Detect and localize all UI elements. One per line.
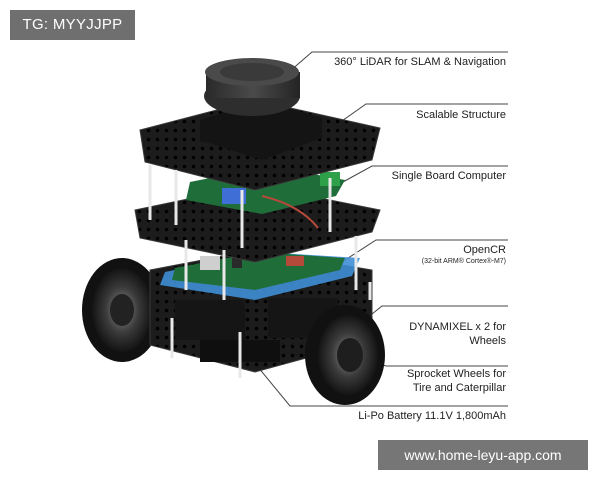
opencr-board (160, 252, 360, 300)
label-structure: Scalable Structure (416, 109, 506, 121)
label-sprocket-line2: Tire and Caterpillar (412, 382, 506, 394)
label-dynamixel-line1: DYNAMIXEL x 2 for (409, 321, 506, 333)
callout-line-sbc (331, 165, 508, 189)
label-dynamixel-line2: Wheels (469, 335, 506, 347)
left-wheel (82, 258, 162, 362)
label-opencr-title: OpenCR (463, 244, 506, 256)
dynamixel-motor-left (175, 300, 245, 340)
label-sbc: Single Board Computer (391, 170, 506, 182)
label-battery: Li-Po Battery 11.1V 1,800mAh (358, 410, 506, 422)
lidar-unit (200, 58, 322, 160)
label-opencr-sub: (32-bit ARM® Cortex®-M7) (421, 258, 506, 265)
label-sprocket-line1: Sprocket Wheels for (406, 368, 506, 380)
corner-tag: TG: MYYJJPP (10, 10, 135, 40)
standoffs (148, 165, 372, 378)
label-lidar: 360° LiDAR for SLAM & Navigation (334, 56, 506, 68)
callout-line-opencr (341, 239, 508, 263)
right-wheel (305, 305, 385, 405)
watermark-banner: www.home-leyu-app.com (378, 440, 588, 470)
